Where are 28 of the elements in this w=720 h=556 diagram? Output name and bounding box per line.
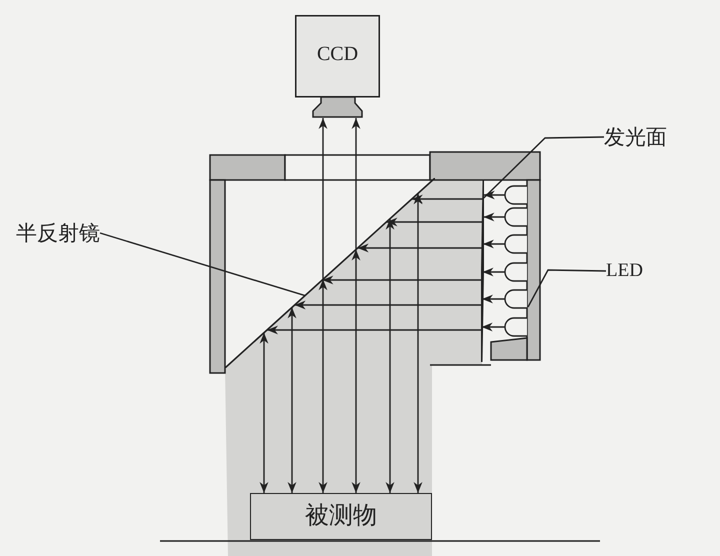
light-ray-arrow [482, 294, 500, 304]
camera-label: CCD [316, 43, 360, 66]
light-ray-arrow [267, 326, 482, 334]
callout-label: 发光面 [604, 122, 667, 152]
leader-line [527, 269, 606, 308]
light-ray-arrow [482, 268, 500, 276]
light-ray-arrow [294, 300, 482, 310]
light-ray-arrow [352, 118, 360, 250]
light-ray-arrow [484, 190, 500, 200]
callout-label: 半反射镜 [16, 218, 100, 248]
light-ray-arrow [386, 218, 394, 493]
leader-line [100, 232, 306, 296]
light-ray-arrow [288, 307, 296, 493]
light-ray-arrow [318, 279, 328, 493]
leader-line [483, 136, 604, 198]
light-ray-arrow [412, 194, 484, 204]
light-ray-arrow [352, 250, 360, 493]
light-ray-arrow [260, 332, 268, 493]
light-ray-arrow [414, 193, 422, 493]
light-ray-arrow [482, 240, 500, 248]
light-ray-arrow [482, 322, 500, 332]
light-ray-arrow [358, 244, 483, 252]
object-box: 被测物 [250, 493, 432, 540]
light-ray-arrow [483, 212, 500, 222]
light-ray-arrow [322, 276, 482, 284]
light-ray-arrow [386, 218, 484, 226]
light-ray-arrow [318, 118, 328, 280]
callout-label: LED [606, 256, 643, 286]
